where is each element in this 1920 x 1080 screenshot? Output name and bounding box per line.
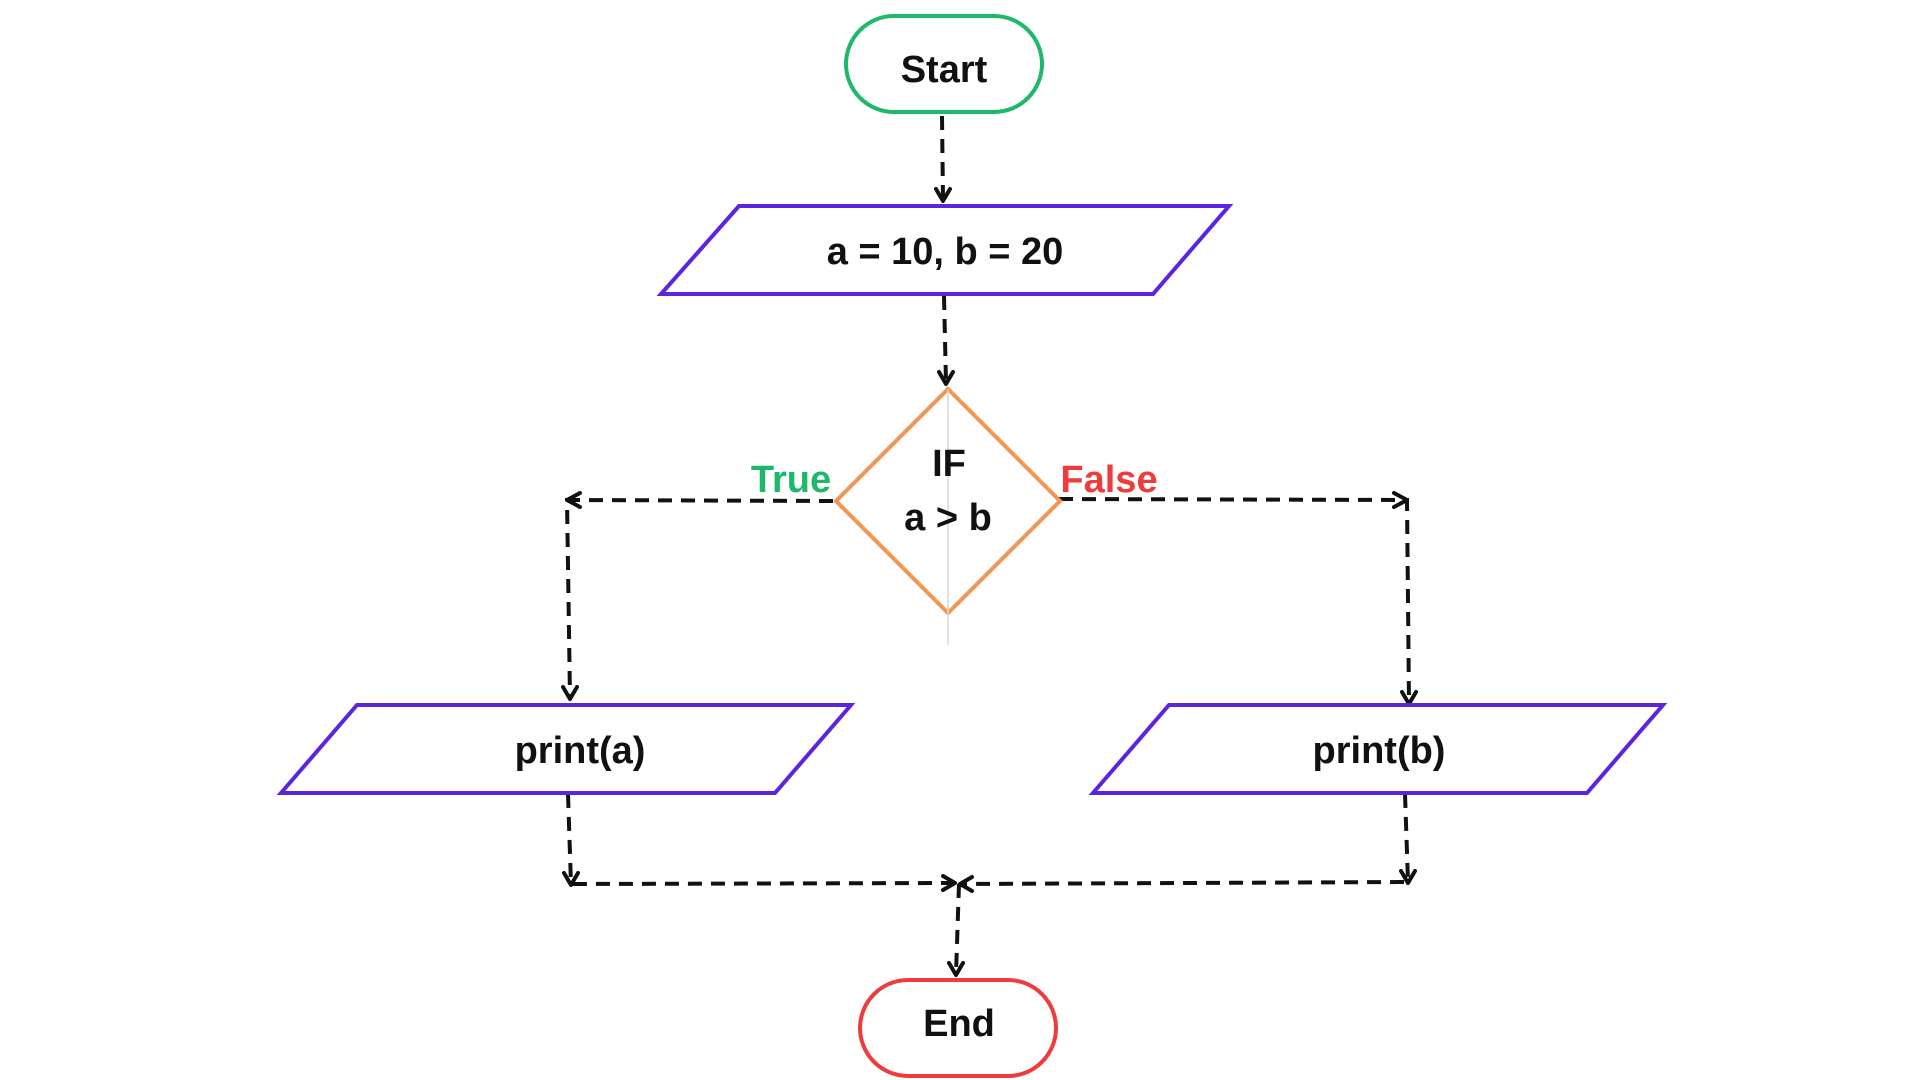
print-b-label: print(b) (1313, 730, 1446, 772)
print-a-label: print(a) (515, 730, 646, 772)
connectors (561, 115, 1418, 977)
arrowhead-input (934, 187, 952, 203)
edge-input-to-decision (942, 295, 948, 384)
edge-merge-to-end (954, 883, 961, 975)
input-node: a = 10, b = 20 (656, 204, 1234, 296)
print-b-parallelogram-shape (1088, 703, 1668, 795)
edge-print-b-to-merge (959, 793, 1411, 886)
arrowhead-merge-right (958, 875, 974, 893)
end-terminal-shape (858, 978, 1058, 1078)
arrowhead-merge-left (941, 874, 957, 892)
edge-decision-to-print-a (564, 497, 834, 699)
edge-decision-to-print-b (1058, 497, 1411, 704)
arrowhead-print-a (561, 685, 579, 701)
decision-label-line2: a > b (904, 497, 992, 539)
decision-node: IF a > b (833, 386, 1063, 645)
decision-label-line1: IF (932, 443, 966, 485)
end-label: End (923, 1003, 995, 1045)
arrowhead-false-right (1392, 491, 1409, 509)
false-branch-label: False (1060, 459, 1157, 501)
arrowhead-end (947, 961, 965, 977)
arrowhead-print-a-down (562, 871, 580, 887)
start-terminal-shape (844, 14, 1044, 114)
input-label: a = 10, b = 20 (827, 231, 1064, 273)
edge-print-a-to-merge (566, 793, 956, 887)
end-node: End (858, 978, 1058, 1078)
arrowhead-decision (937, 370, 955, 386)
arrowhead-print-b-down (1399, 869, 1417, 885)
arrowhead-true-left (565, 491, 582, 509)
edge-start-to-input (940, 115, 945, 201)
print-a-parallelogram-shape (276, 703, 856, 795)
true-branch-label: True (751, 459, 831, 501)
start-label: Start (901, 49, 988, 91)
print-b-node: print(b) (1088, 703, 1668, 795)
start-node: Start (844, 14, 1044, 114)
print-a-node: print(a) (276, 703, 856, 795)
input-parallelogram-shape (656, 204, 1234, 296)
